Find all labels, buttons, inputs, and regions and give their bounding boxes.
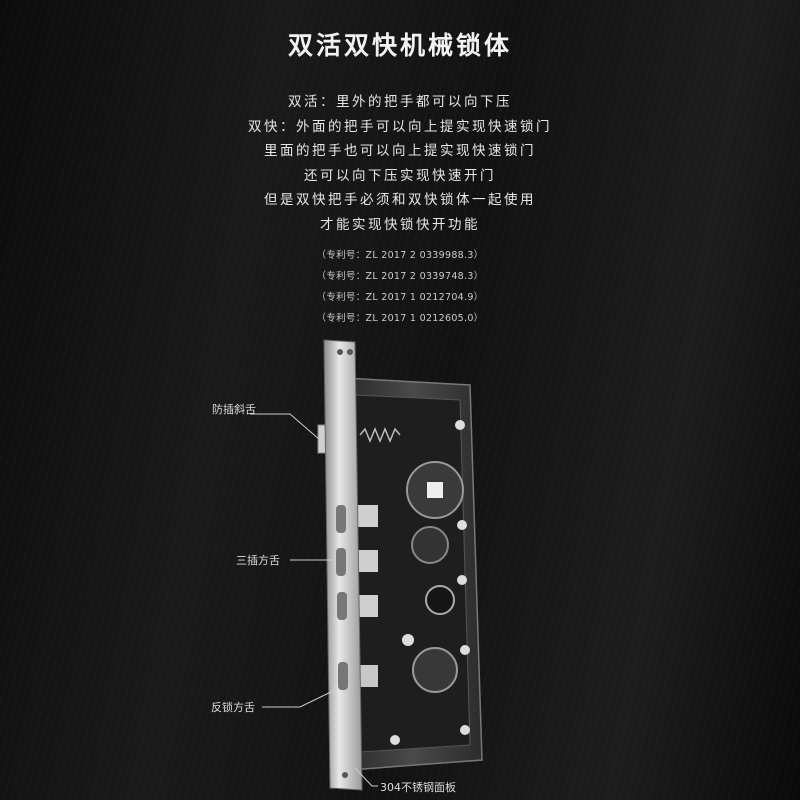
lock-case-inner	[354, 394, 471, 753]
faceplate-slot	[336, 505, 346, 533]
patent-number: （专利号：ZL 2017 1 0212605.0）	[316, 313, 484, 324]
screw	[457, 520, 467, 530]
patent-list: （专利号：ZL 2017 2 0339988.3） （专利号：ZL 2017 2…	[0, 245, 800, 329]
description-line: 才能实现快锁快开功能	[320, 216, 480, 233]
screw	[460, 645, 470, 655]
callout-anti-pick-latch: 防插斜舌	[212, 403, 256, 416]
patent-number: （专利号：ZL 2017 1 0212704.9）	[316, 292, 484, 303]
callout-line	[262, 689, 336, 708]
cylinder-hole	[425, 585, 455, 615]
screw	[402, 634, 414, 646]
faceplate-slot	[338, 662, 348, 690]
patent-number: （专利号：ZL 2017 2 0339988.3）	[316, 250, 484, 261]
faceplate-screw	[347, 349, 353, 355]
callout-line	[354, 767, 378, 787]
spindle-hub	[427, 482, 443, 498]
faceplate-slot	[336, 548, 346, 576]
callout-line	[250, 413, 321, 441]
callout-triple-deadbolt: 三插方舌	[236, 554, 280, 567]
description-line: 双活：里外的把手都可以向下压	[288, 94, 512, 110]
gear	[412, 647, 458, 693]
callout-faceplate: 304不锈钢面板	[380, 781, 456, 794]
page-title: 双活双快机械锁体	[287, 31, 512, 60]
gear	[411, 526, 449, 564]
description-line: 还可以向下压实现快速开门	[304, 167, 496, 184]
description-line: 但是双快把手必须和双快锁体一起使用	[264, 192, 536, 208]
screw	[390, 735, 400, 745]
patent-number: （专利号：ZL 2017 2 0339748.3）	[316, 271, 484, 282]
screw	[460, 725, 470, 735]
description-line: 里面的把手也可以向上提实现快速锁门	[264, 143, 536, 159]
screw	[455, 420, 465, 430]
faceplate-screw	[342, 772, 348, 778]
screw	[457, 575, 467, 585]
faceplate-screw	[337, 349, 343, 355]
faceplate-slot	[337, 592, 347, 620]
feature-description: 双活：里外的把手都可以向下压 双快：外面的把手可以向上提实现快速锁门 里面的把手…	[0, 90, 800, 237]
spring	[359, 427, 401, 443]
description-line: 双快：外面的把手可以向上提实现快速锁门	[248, 118, 552, 135]
callout-reverse-lock-bolt: 反锁方舌	[211, 701, 255, 714]
